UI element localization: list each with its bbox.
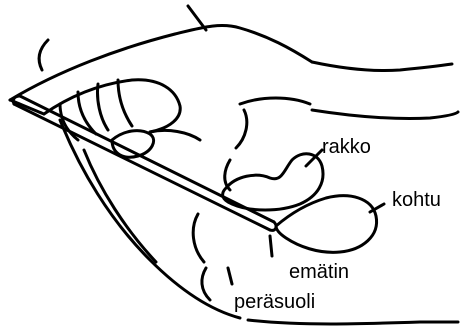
label-rectum: peräsuoli (234, 292, 315, 312)
leader-line-rectum (228, 268, 232, 284)
label-bladder: rakko (322, 137, 371, 157)
uterus-shape (276, 196, 377, 253)
label-uterus: kohtu (392, 190, 441, 210)
instrument-rod (13, 96, 276, 230)
leader-line-vagina (270, 236, 272, 256)
label-vagina: emätin (289, 262, 349, 282)
